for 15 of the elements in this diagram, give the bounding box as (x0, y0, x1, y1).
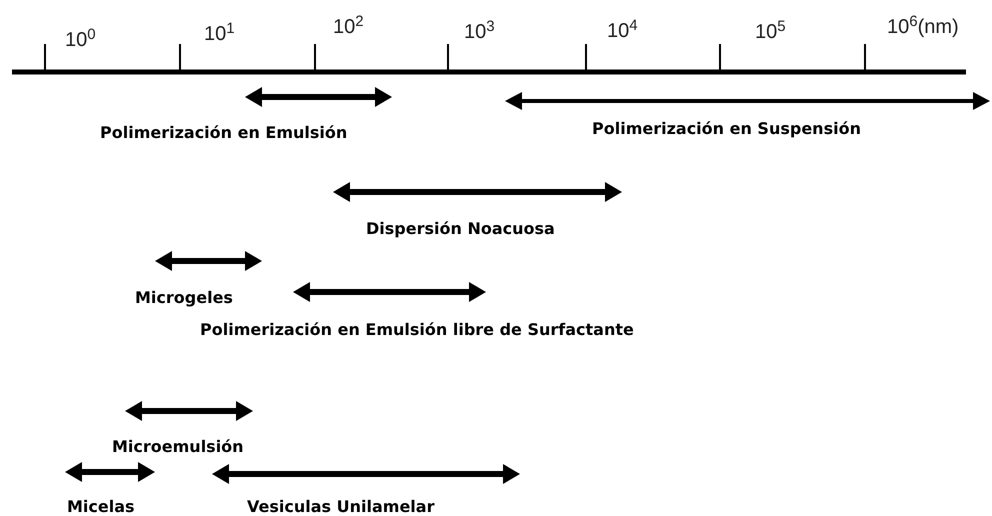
tick-label: 10$^{4}$ (607, 21, 638, 41)
range-label: Vesiculas Unilamelar (247, 497, 434, 516)
tick-label: 10$^{2}$ (333, 17, 364, 37)
range-label: Micelas (67, 497, 135, 516)
tick-label: 10$^{0}$ (65, 30, 96, 50)
range-label: Microemulsión (112, 437, 244, 457)
range-label: Polimerización en Emulsión libre de Surfactante (200, 320, 634, 340)
tick-label: 10$^{6}$(nm) (887, 17, 959, 37)
range-label: Dispersión Noacuosa (366, 219, 555, 239)
range-label: Polimerización en Emulsión (100, 123, 348, 143)
tick-label: 10$^{5}$ (755, 22, 786, 42)
range-label: Microgeles (135, 288, 233, 308)
tick-label: 10$^{1}$ (204, 24, 235, 44)
tick-label: 10$^{3}$ (464, 22, 495, 42)
range-label: Polimerización en Suspensión (592, 119, 861, 139)
